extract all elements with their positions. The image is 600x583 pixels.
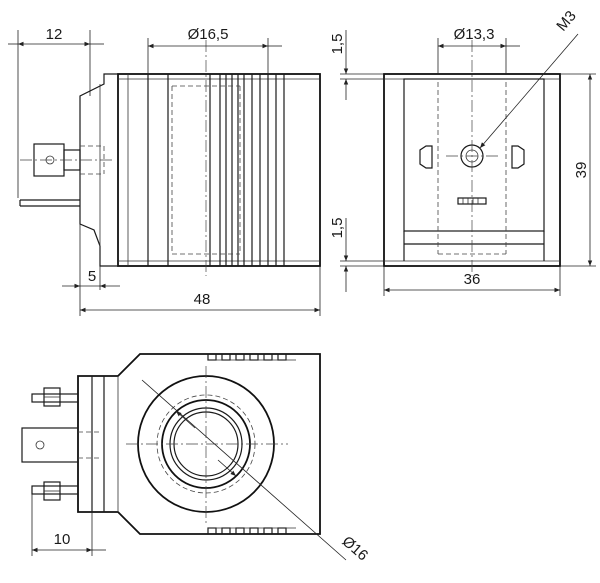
side-view <box>19 40 321 276</box>
dim-39-label: 39 <box>573 162 590 179</box>
dim-1-5-top-label: 1,5 <box>329 34 346 55</box>
dim-m3-label: M3 <box>553 8 579 35</box>
bottom-fins <box>207 527 296 535</box>
top-view-dimensions <box>31 379 347 561</box>
dim-48-label: 48 <box>194 291 211 308</box>
dim-36-label: 36 <box>464 271 481 288</box>
front-view-dimensions <box>340 30 596 296</box>
side-view-dimensions <box>8 30 321 316</box>
terminals <box>21 387 100 501</box>
front-view <box>383 40 561 276</box>
top-fins <box>207 353 296 361</box>
dim-10-label: 10 <box>54 531 71 548</box>
dim-12-label: 12 <box>46 26 63 43</box>
dim-16-5-label: Ø16,5 <box>188 26 229 43</box>
dim-5-label: 5 <box>88 268 96 285</box>
dimension-labels: 12 Ø16,5 1,5 Ø13,3 M3 39 1,5 5 48 36 10 … <box>46 8 590 565</box>
dim-13-3-label: Ø13,3 <box>454 26 495 43</box>
dim-16-label: Ø16 <box>339 533 372 564</box>
top-view <box>21 353 321 535</box>
dim-1-5-bottom-label: 1,5 <box>329 218 346 239</box>
